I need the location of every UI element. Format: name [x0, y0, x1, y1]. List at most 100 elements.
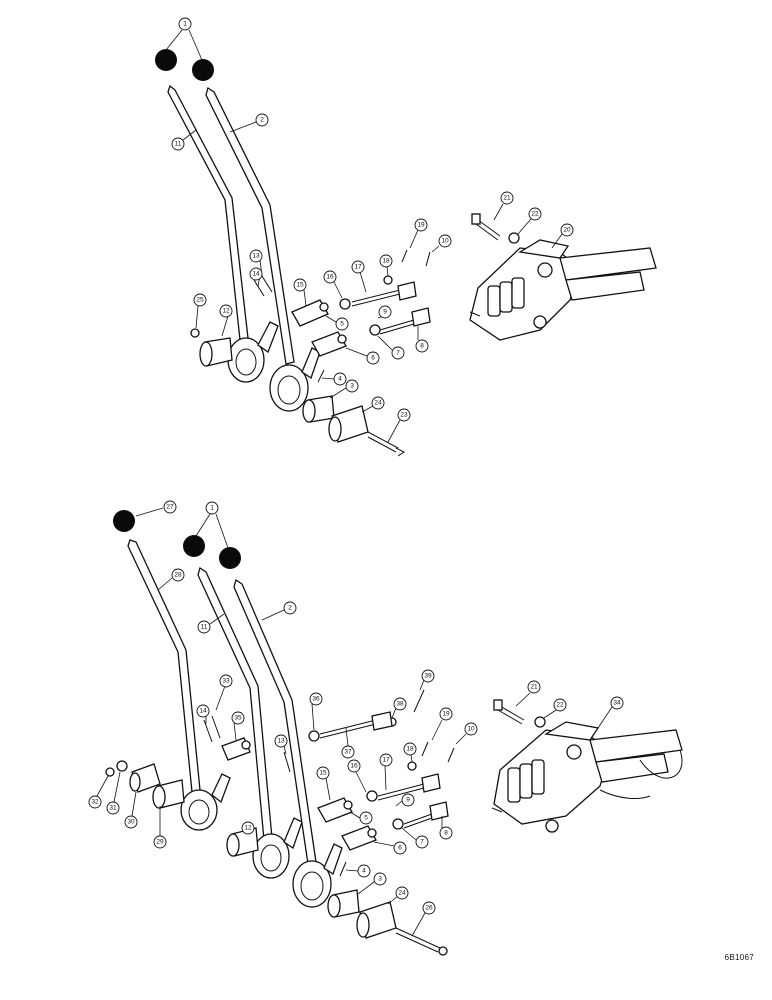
svg-text:32: 32 [91, 799, 99, 806]
callout: 10 [431, 234, 452, 253]
svg-text:19: 19 [442, 711, 450, 718]
svg-text:2: 2 [260, 117, 264, 124]
svg-text:7: 7 [420, 839, 424, 846]
callout: 38 [391, 697, 407, 719]
svg-text:3: 3 [378, 876, 382, 883]
pin [253, 279, 265, 297]
svg-text:21: 21 [503, 195, 511, 202]
link-rod [319, 711, 393, 739]
callout: 16 [323, 270, 343, 299]
callout: 29 [153, 806, 167, 849]
callout: 11 [171, 129, 197, 151]
pin [261, 275, 273, 293]
svg-text:30: 30 [127, 819, 135, 826]
callout: 15 [293, 278, 307, 307]
clevis [341, 825, 377, 851]
svg-text:19: 19 [417, 222, 425, 229]
svg-text:14: 14 [252, 271, 260, 278]
callout: 6 [373, 841, 407, 855]
svg-text:12: 12 [222, 308, 230, 315]
callout: 3 [357, 872, 387, 895]
svg-text:39: 39 [424, 673, 432, 680]
callout: 24 [387, 886, 409, 905]
callout: 4 [321, 372, 347, 386]
knob [155, 49, 177, 71]
callout: 4 [345, 864, 371, 878]
svg-text:38: 38 [396, 701, 404, 708]
svg-text:9: 9 [406, 797, 410, 804]
nut [369, 324, 381, 336]
callout: 18 [403, 742, 417, 763]
washer [534, 716, 546, 728]
callout: 28 [157, 568, 185, 591]
cotter-pin [413, 689, 425, 713]
callout: 12 [241, 821, 255, 835]
callout: 1 [195, 501, 229, 549]
collar [129, 763, 161, 793]
svg-text:34: 34 [613, 700, 621, 707]
knob [219, 547, 241, 569]
svg-text:12: 12 [244, 825, 252, 832]
sleeve [328, 405, 369, 443]
svg-text:29: 29 [156, 839, 164, 846]
svg-text:28: 28 [174, 572, 182, 579]
callout: 14 [249, 267, 263, 287]
bolt [493, 699, 525, 725]
svg-text:15: 15 [296, 282, 304, 289]
callout: 18 [379, 254, 393, 277]
callout: 36 [309, 692, 323, 731]
svg-text:10: 10 [441, 238, 449, 245]
callout: 5 [349, 811, 373, 825]
callout: 3 [329, 379, 359, 399]
callout: 31 [106, 771, 121, 815]
svg-text:11: 11 [201, 624, 208, 631]
link-rod [403, 801, 449, 829]
svg-text:25: 25 [196, 297, 204, 304]
svg-text:10: 10 [467, 726, 475, 733]
svg-text:27: 27 [166, 504, 174, 511]
control-valve [469, 239, 657, 341]
nut [190, 328, 200, 338]
svg-text:26: 26 [425, 905, 433, 912]
lever-arm [197, 566, 303, 879]
pin [283, 751, 291, 773]
bushing [302, 395, 335, 423]
lever-arm [167, 84, 279, 383]
svg-text:6: 6 [371, 355, 375, 362]
nut [339, 298, 351, 310]
nut [308, 730, 320, 742]
svg-text:6: 6 [398, 845, 402, 852]
lever-arm [205, 86, 321, 412]
lever-arm [233, 578, 343, 908]
svg-text:18: 18 [406, 746, 414, 753]
callout: 12 [219, 304, 233, 337]
callout: 8 [415, 326, 429, 353]
callout: 27 [135, 500, 177, 517]
callout: 26 [411, 901, 436, 937]
washer [508, 232, 520, 244]
callout: 2 [229, 113, 269, 133]
callout: 35 [231, 711, 245, 741]
knob [183, 535, 205, 557]
svg-text:17: 17 [382, 757, 390, 764]
pin [211, 715, 221, 739]
svg-text:37: 37 [344, 749, 352, 756]
callout: 32 [88, 775, 109, 809]
svg-text:17: 17 [354, 264, 362, 271]
callout: 10 [455, 722, 478, 745]
svg-text:22: 22 [531, 211, 539, 218]
svg-text:4: 4 [362, 868, 366, 875]
svg-text:21: 21 [530, 684, 538, 691]
callout: 14 [196, 704, 210, 724]
callout: 21 [493, 191, 514, 221]
callout: 9 [395, 793, 415, 807]
svg-text:1: 1 [183, 21, 187, 28]
rod [367, 431, 405, 457]
cotter-pin [421, 741, 429, 757]
callout: 11 [197, 613, 225, 634]
bottom-assembly: 1 2 3 4 5 6 7 8 9 10 11 12 13 14 15 16 1… [88, 500, 683, 956]
svg-text:7: 7 [396, 350, 400, 357]
cotter-pin [425, 251, 431, 267]
callout: 2 [261, 601, 297, 621]
callout: 15 [316, 766, 331, 801]
